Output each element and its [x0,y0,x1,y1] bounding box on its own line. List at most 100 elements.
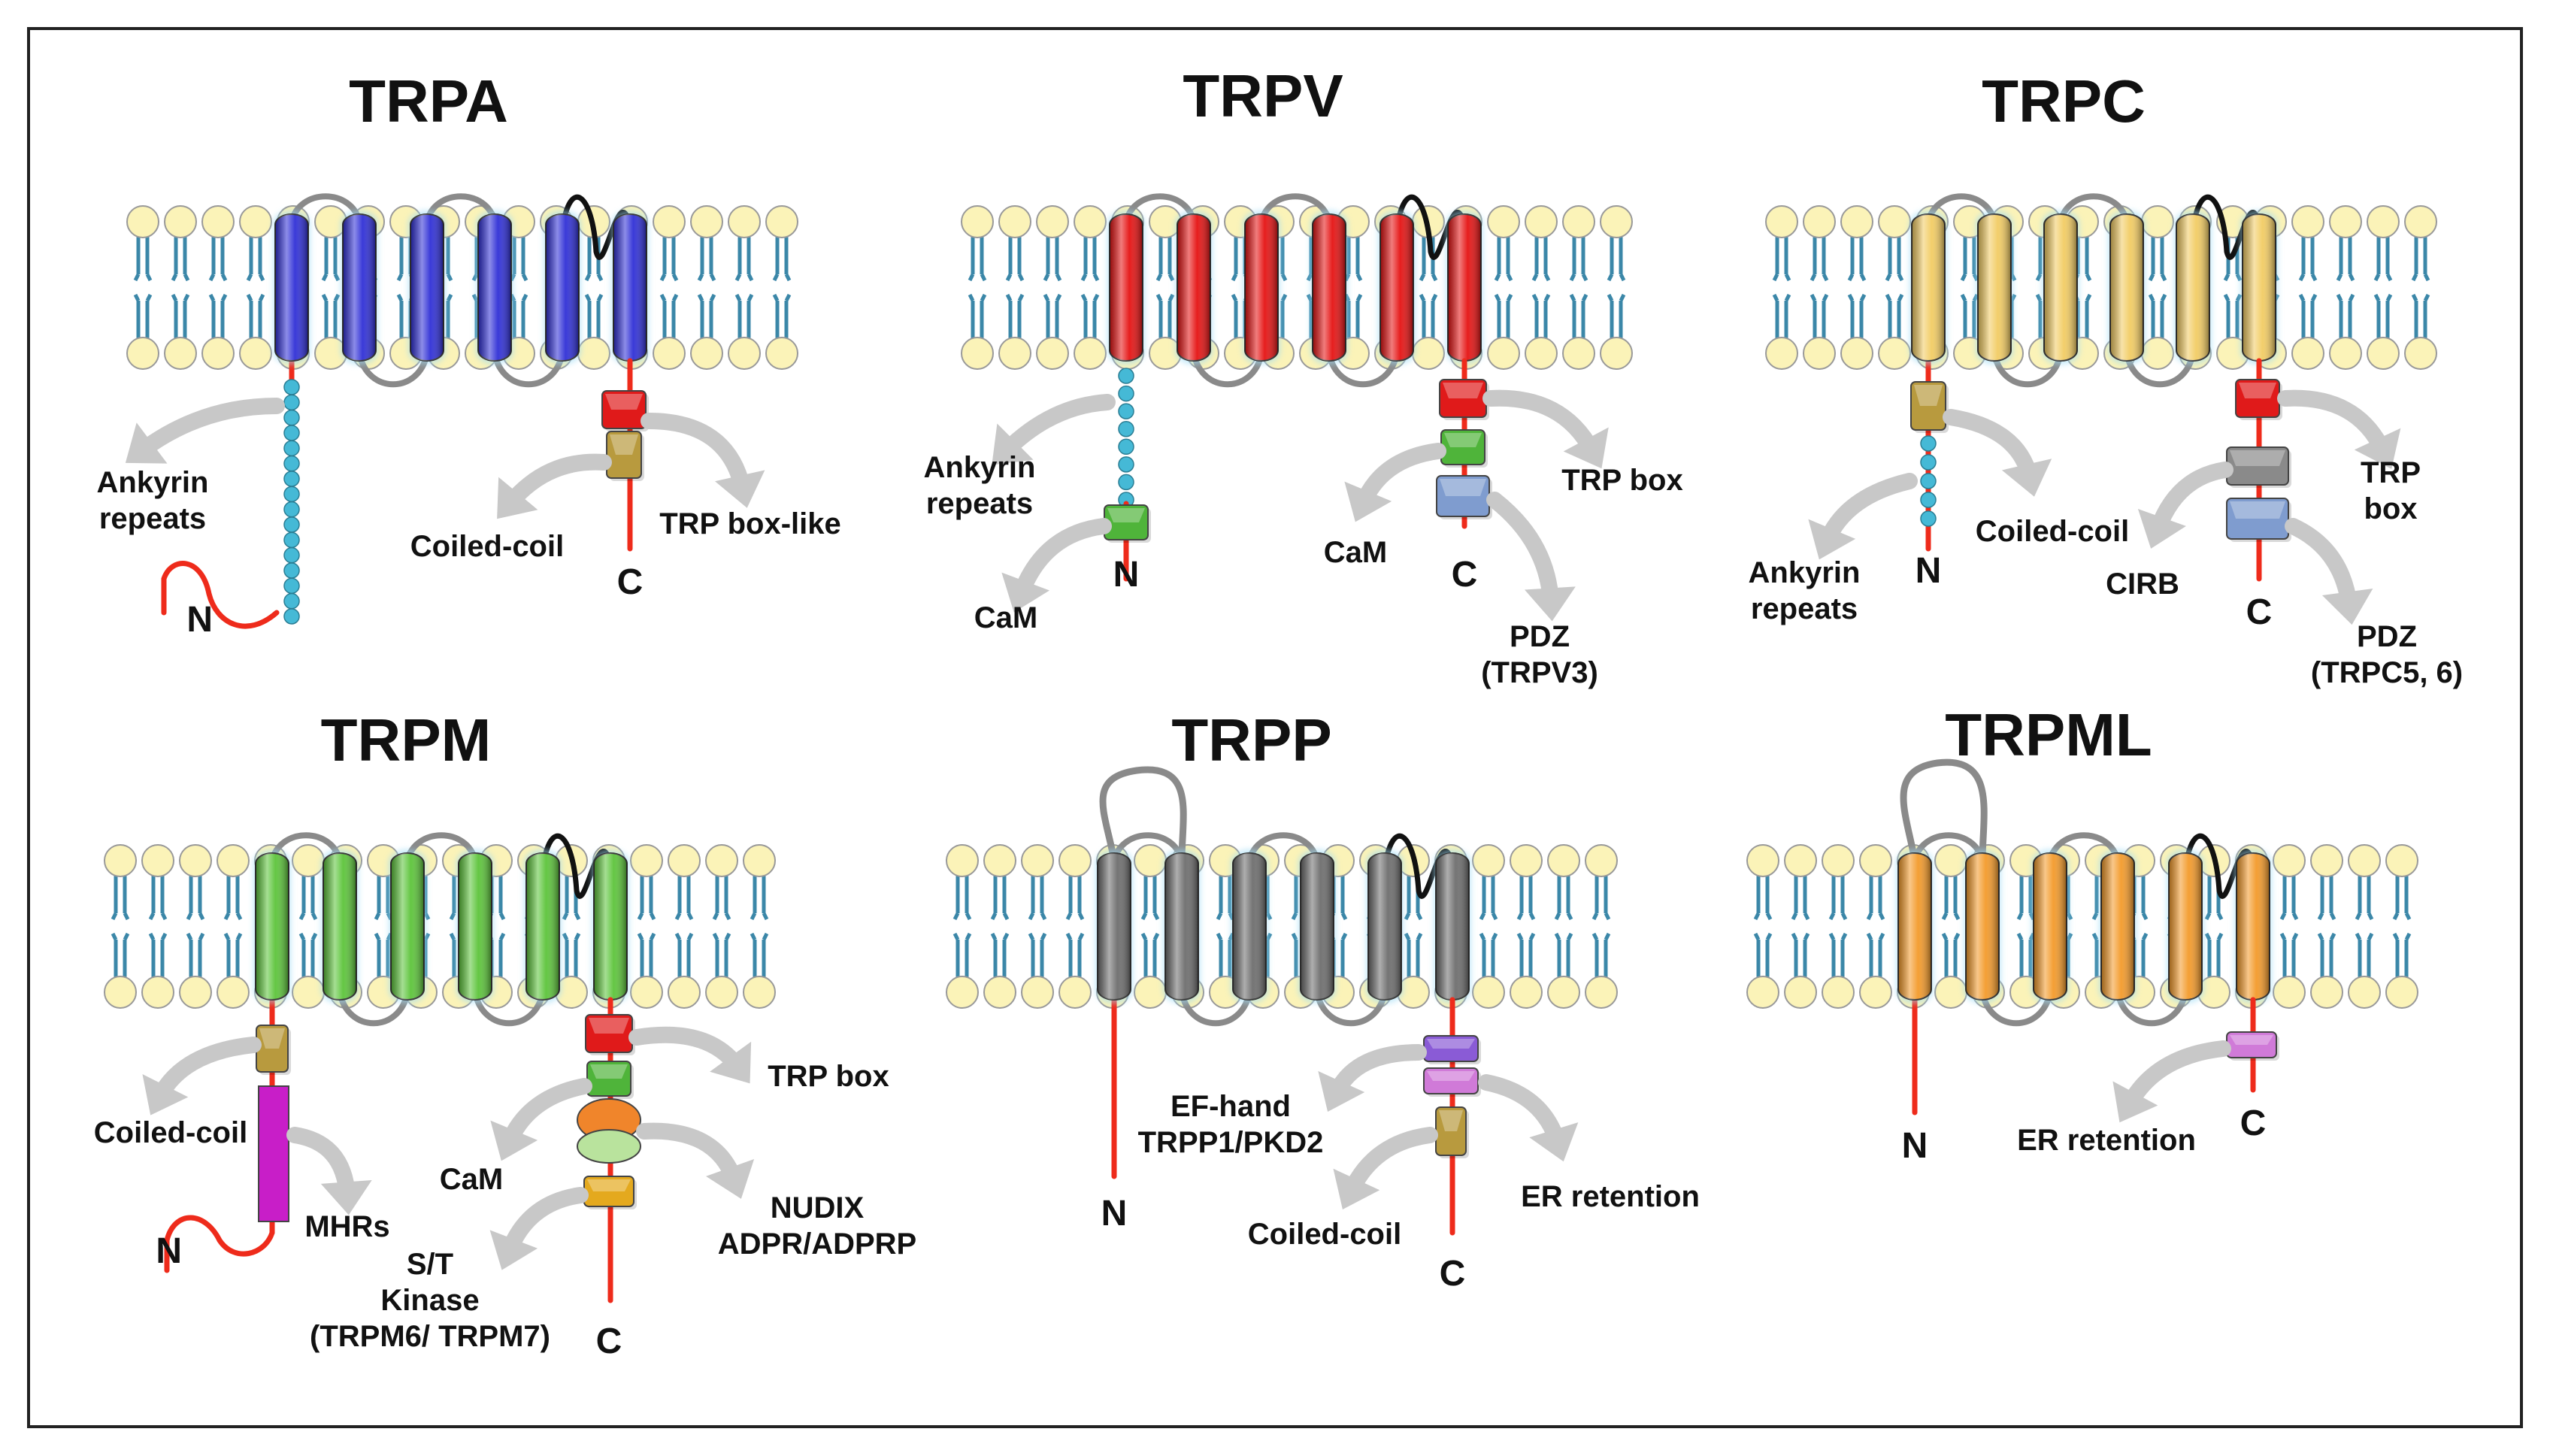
lipid-head [1134,976,1167,1009]
lipid-head [630,844,663,877]
lipid-head [1074,337,1107,370]
lipid-head [2385,976,2418,1009]
label-er-retention: ER retention [2017,1124,2196,1157]
lipid-tail [133,237,153,282]
cirb-domain-highlight [2230,450,2285,466]
lipid-head [765,205,798,238]
label-ef-hand-line: TRPP1/PKD2 [1138,1126,1324,1159]
lipid-tail [1810,293,1829,338]
helix-shading [1436,853,1469,1000]
lipid-head [998,205,1031,238]
lipid-tail [1065,876,1085,921]
helix-shading [594,853,627,1000]
lipid-tail [298,876,318,921]
lipid-head [2385,844,2418,877]
lipid-tail [1941,876,1961,921]
lipid-tail [1772,293,1791,338]
lipid-head [1765,337,1798,370]
lipid-tail [1155,237,1175,282]
label-pdz-line: (TRPV3) [1481,656,1598,689]
lipid-head [2367,337,2400,370]
helix-shading [1368,853,1401,1000]
trpbox-arrow-head [2354,428,2401,469]
trp-box-like-domain-highlight [605,394,643,410]
label-ankyrin-line: Ankyrin [924,451,1036,484]
mhr-arrow-head [320,1180,372,1215]
label-cirb: CIRB [2106,568,2179,601]
label-kinase-line: Kinase [380,1284,479,1317]
lipid-head [743,844,776,877]
lipid-head [1803,205,1836,238]
label-kinase-line: S/T [407,1248,453,1281]
helix-shading [343,214,376,361]
lipid-tail [1140,932,1160,977]
mhr-domain [258,1085,289,1222]
ankyrin-bead [283,592,300,610]
coiled-coil-domain-highlight [1914,385,1943,406]
lipid-head [705,976,738,1009]
label-n-terminus-line: N [186,600,213,640]
lipid-head [164,337,197,370]
lipid-head [690,205,723,238]
panel-title: TRPM [321,707,492,773]
lipid-head [201,205,235,238]
label-n-terminus-line: N [156,1231,182,1271]
lipid-tail [1155,293,1175,338]
lipid-head [1472,976,1505,1009]
lipid-tail [2336,293,2355,338]
lipid-tail [1043,237,1062,282]
label-trp-box-line: TRP [2361,456,2421,489]
ankyrin-bead [283,546,300,564]
er-retention-domain [1423,1067,1479,1094]
ankyrin-arrow-shaft [998,394,1116,459]
label-ef-hand-line: EF-hand [1171,1090,1291,1123]
lipid-head [1878,337,1911,370]
ankyrin-arrow-head [992,423,1034,465]
lipid-head [1784,976,1817,1009]
lipid-head [2291,337,2324,370]
lipid-tail [1028,876,1047,921]
lipid-head [705,844,738,877]
helix-shading [1912,214,1945,361]
label-cirb-line: CIRB [2106,568,2179,601]
lipid-tail [697,237,716,282]
lipid-head [1784,844,1817,877]
lipid-tail [1828,932,1848,977]
lipid-head [239,205,272,238]
lipid-head [2141,337,2174,370]
lipid-head [2141,205,2174,238]
lipid-tail [674,932,694,977]
lipid-tail [2411,237,2430,282]
polypeptide-chain [164,997,275,1273]
label-trp-box-line: box [2364,492,2417,525]
lipid-head [1412,337,1445,370]
lipid-head [2310,844,2343,877]
label-n-terminus-line: N [1902,1126,1928,1166]
lipid-head [2348,844,2381,877]
label-c-terminus-line: C [2240,1103,2267,1143]
coiled-coil-domain-highlight [610,434,638,455]
label-c-terminus: C [2240,1103,2267,1143]
lipid-head [668,976,701,1009]
helix-shading [2243,214,2276,361]
lipid-tail [2279,876,2299,921]
helix-shading [2169,853,2202,1000]
ankyrin-bead [1118,474,1134,491]
ankyrin-bead [283,608,300,625]
ankyrin-bead [283,486,300,503]
lipid-head [1021,976,1054,1009]
label-nudix-line: NUDIX [771,1191,865,1224]
lipid-tail [208,237,228,282]
cam-binding-domain-highlight [590,1064,628,1079]
label-ankyrin-line: repeats [1751,592,1858,625]
label-n-terminus: N [1113,555,1140,595]
coiled-arrow-head [497,477,538,519]
label-n-terminus: N [156,1231,182,1271]
lipid-tail [2355,932,2374,977]
lipid-tail [772,293,792,338]
ankyrin-bead [283,562,300,579]
